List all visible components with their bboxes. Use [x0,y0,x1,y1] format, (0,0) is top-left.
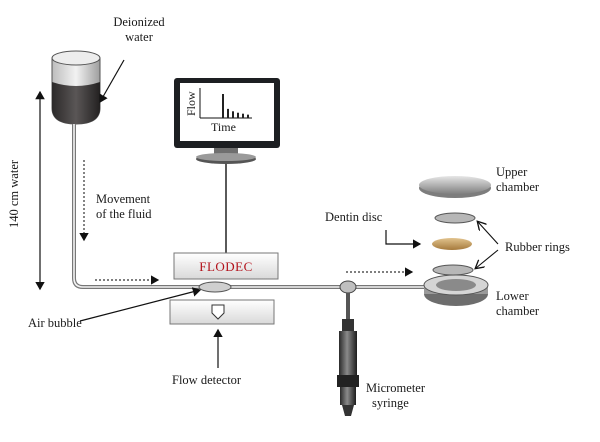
upper-chamber-line2: chamber [496,180,540,194]
dentin-pointer [385,230,422,249]
upper-chamber-label: Upper chamber [496,165,539,195]
flow-detector-label: Flow detector [172,373,242,387]
monitor-graph [222,94,249,118]
flodec-label: FLODEC [199,259,253,274]
dentin-disc-shape [432,238,472,250]
movement-line2: of the fluid [96,207,152,221]
monitor-graph-bar [247,114,249,118]
lower-chamber-label: Lower chamber [496,289,539,319]
lower-chamber-line1: Lower [496,289,529,303]
micrometer-line2: syringe [372,396,409,410]
air-bubble-pointer [79,287,202,322]
monitor-graph-bar [232,111,234,118]
deionized-water-label: Deionized water [104,15,174,45]
movement-line1: Movement [96,192,151,206]
upper-chamber-line1: Upper [496,165,528,179]
reservoir [51,50,101,125]
monitor [174,78,280,164]
monitor-time-label: Time [211,120,236,134]
rubber-ring-pointer-bottom [476,249,499,268]
deionized-water-line1: Deionized [113,15,165,29]
flodec-box [173,252,279,280]
micrometer-label: Micrometer syringe [366,381,425,411]
reservoir-pointer [99,59,125,104]
monitor-graph-bar [237,112,239,118]
monitor-flow-label: Flow [184,91,198,116]
lower-chamber-line2: chamber [496,304,540,318]
rubber-rings-label: Rubber rings [505,240,570,254]
upper-chamber-shape [419,176,491,198]
lower-chamber-shape [423,274,489,306]
height-label: 140 cm water [7,159,21,228]
air-bubble-shape [198,281,232,293]
rubber-ring-top [434,212,476,224]
monitor-graph-bar [242,113,244,118]
monitor-graph-bar [222,94,224,118]
dentin-disc-label: Dentin disc [325,210,383,224]
rubber-ring-bottom [432,264,474,276]
rubber-ring-pointer-top [478,222,499,245]
syringe [337,280,359,416]
deionized-water-line2: water [125,30,153,44]
movement-label: Movement of the fluid [96,192,152,222]
micrometer-line1: Micrometer [366,381,426,395]
air-bubble-label: Air bubble [28,316,82,330]
monitor-graph-bar [227,108,229,118]
